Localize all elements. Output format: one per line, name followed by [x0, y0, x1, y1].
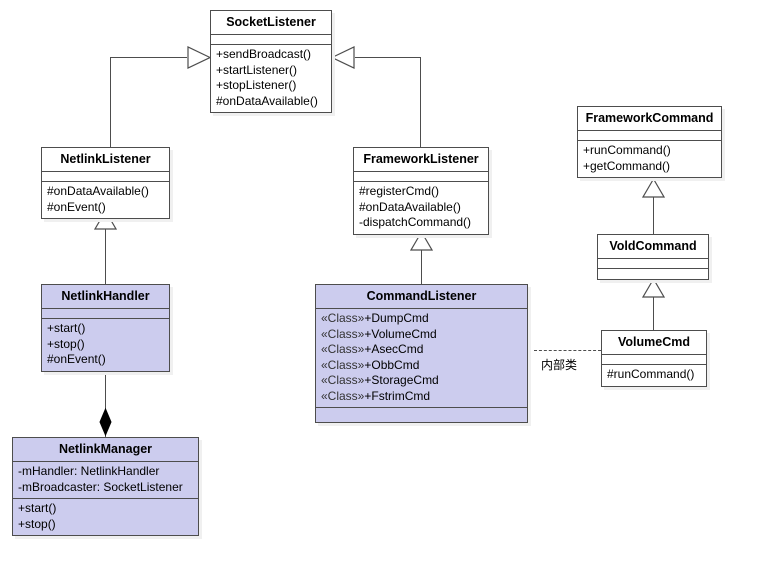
edge-label-inner-class: 内部类 [541, 358, 578, 372]
class-attribute: «Class»+ObbCmd [321, 358, 522, 374]
class-method: #onDataAvailable() [216, 93, 318, 108]
class-method: #onDataAvailable() [47, 184, 149, 198]
class-attribute: «Class»+StorageCmd [321, 373, 522, 389]
class-title-netlinklistener: NetlinkListener [42, 148, 169, 172]
class-methods-netlinkhandler: +start() +stop() #onEvent() [42, 319, 169, 371]
class-title-frameworklistener: FrameworkListener [354, 148, 488, 172]
class-box-commandlistener[interactable]: CommandListener «Class»+DumpCmd «Class»+… [315, 284, 528, 423]
edge-netlinkhandler-to-netlinklistener [105, 228, 106, 284]
member-label: +DumpCmd [364, 311, 429, 325]
class-method: +stopListener() [216, 78, 297, 92]
stereotype-label: «Class» [321, 357, 365, 372]
class-method: #runCommand() [607, 367, 695, 381]
member-label: +FstrimCmd [364, 388, 431, 403]
class-methods-frameworkcommand: +runCommand() +getCommand() [578, 141, 721, 177]
class-attributes-volumecmd [602, 355, 706, 365]
edge-netlinklistener-to-socketlistener-horizontal [110, 57, 187, 58]
composition-diamond-netlinkmanager [99, 408, 112, 436]
stereotype-label: «Class» [321, 373, 365, 387]
class-title-netlinkhandler: NetlinkHandler [42, 285, 169, 309]
class-attributes-frameworklistener [354, 172, 488, 182]
edge-netlinkhandler-to-netlinkmanager [105, 372, 106, 437]
generalization-arrowhead-netlinklistener [94, 210, 117, 230]
class-box-frameworklistener[interactable]: FrameworkListener #registerCmd() #onData… [353, 147, 489, 235]
class-method: +stop() [47, 336, 85, 351]
class-attributes-netlinkmanager: -mHandler: NetlinkHandler -mBroadcaster:… [13, 462, 198, 499]
stereotype-label: «Class» [321, 326, 365, 341]
class-title-frameworkcommand: FrameworkCommand [578, 107, 721, 131]
class-method: +runCommand() [583, 143, 671, 157]
class-title-netlinkmanager: NetlinkManager [13, 438, 198, 462]
class-attributes-voldcommand [598, 259, 708, 269]
class-attribute: «Class»+FstrimCmd [321, 389, 522, 405]
class-methods-netlinklistener: #onDataAvailable() #onEvent() [42, 182, 169, 218]
stereotype-label: «Class» [321, 342, 365, 356]
member-label: +VolumeCmd [364, 326, 437, 341]
class-attributes-netlinklistener [42, 172, 169, 182]
class-box-netlinklistener[interactable]: NetlinkListener #onDataAvailable() #onEv… [41, 147, 170, 219]
class-title-socketlistener: SocketListener [211, 11, 331, 35]
class-attribute: -mHandler: NetlinkHandler [18, 464, 160, 478]
class-methods-commandlistener [316, 408, 527, 422]
generalization-arrowhead-socketlistener-right [331, 46, 355, 69]
edge-netlinklistener-to-socketlistener-vertical [110, 57, 111, 148]
class-title-commandlistener: CommandListener [316, 285, 527, 309]
class-methods-voldcommand [598, 269, 708, 279]
class-attributes-commandlistener: «Class»+DumpCmd «Class»+VolumeCmd «Class… [316, 309, 527, 408]
class-method: #onEvent() [47, 352, 106, 366]
class-attribute: «Class»+AsecCmd [321, 342, 522, 358]
class-box-netlinkmanager[interactable]: NetlinkManager -mHandler: NetlinkHandler… [12, 437, 199, 536]
class-method: +sendBroadcast() [216, 47, 312, 61]
class-title-volumecmd: VolumeCmd [602, 331, 706, 355]
class-method: #onEvent() [47, 199, 106, 214]
generalization-arrowhead-frameworklistener [410, 231, 433, 251]
class-method: +start() [47, 321, 86, 335]
generalization-arrowhead-voldcommand [642, 278, 665, 298]
class-method: +start() [18, 501, 57, 515]
class-attributes-netlinkhandler [42, 309, 169, 319]
member-label: +ObbCmd [364, 357, 420, 372]
edge-voldcommand-to-frameworkcommand [653, 197, 654, 237]
class-method: #registerCmd() [359, 184, 440, 198]
edge-frameworklistener-to-socketlistener-vertical [420, 57, 421, 148]
class-methods-frameworklistener: #registerCmd() #onDataAvailable() -dispa… [354, 182, 488, 234]
class-method: +startListener() [216, 62, 298, 77]
class-box-frameworkcommand[interactable]: FrameworkCommand +runCommand() +getComma… [577, 106, 722, 178]
edge-commandlistener-to-frameworklistener [421, 250, 422, 284]
class-methods-volumecmd: #runCommand() [602, 365, 706, 386]
member-label: +AsecCmd [364, 342, 424, 356]
class-box-netlinkhandler[interactable]: NetlinkHandler +start() +stop() #onEvent… [41, 284, 170, 372]
class-title-voldcommand: VoldCommand [598, 235, 708, 259]
class-methods-netlinkmanager: +start() +stop() [13, 499, 198, 535]
generalization-arrowhead-socketlistener-left [187, 46, 211, 69]
class-attribute: «Class»+DumpCmd [321, 311, 522, 327]
class-method: +stop() [18, 516, 56, 531]
class-method: +getCommand() [583, 158, 671, 173]
class-attributes-frameworkcommand [578, 131, 721, 141]
stereotype-label: «Class» [321, 311, 365, 325]
class-attributes-socketlistener [211, 35, 331, 45]
stereotype-label: «Class» [321, 388, 365, 403]
class-methods-socketlistener: +sendBroadcast() +startListener() +stopL… [211, 45, 331, 112]
class-method: #onDataAvailable() [359, 199, 461, 214]
edge-commandlistener-to-volumecmd-dashed [534, 350, 601, 351]
class-box-volumecmd[interactable]: VolumeCmd #runCommand() [601, 330, 707, 387]
class-box-socketlistener[interactable]: SocketListener +sendBroadcast() +startLi… [210, 10, 332, 113]
class-method: -dispatchCommand() [359, 215, 472, 229]
class-box-voldcommand[interactable]: VoldCommand [597, 234, 709, 280]
edge-volumecmd-to-voldcommand [653, 297, 654, 330]
class-attribute: -mBroadcaster: SocketListener [18, 479, 183, 494]
edge-frameworklistener-to-socketlistener-horizontal [355, 57, 420, 58]
generalization-arrowhead-frameworkcommand [642, 178, 665, 198]
member-label: +StorageCmd [364, 373, 439, 387]
class-attribute: «Class»+VolumeCmd [321, 327, 522, 343]
